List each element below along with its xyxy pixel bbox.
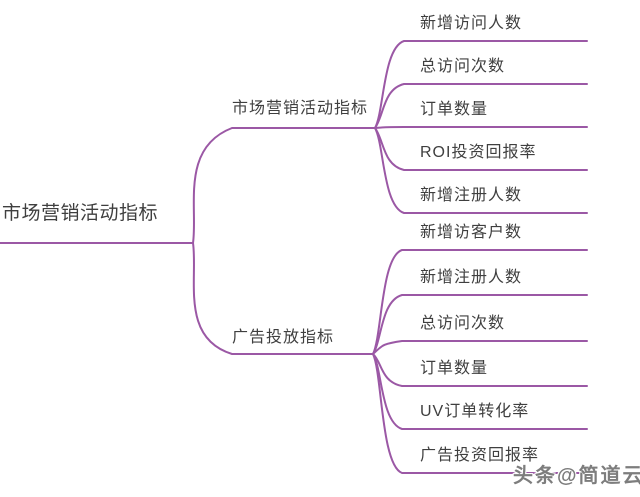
leaf-node-label: ROI投资回报率 (420, 144, 537, 161)
edge-top-leaf-1 (374, 40, 588, 129)
leaf-node-label: 订单数量 (420, 360, 489, 377)
toutiao-watermark: 头条@简道云 (513, 465, 640, 487)
edge-top-leaf-3 (374, 126, 588, 129)
leaf-node-label: 广告投资回报率 (420, 447, 540, 464)
branch-node-marketing-activity: 市场营销活动指标 (232, 100, 369, 117)
edge-top-leaf-5 (374, 127, 588, 214)
leaf-node-label: 新增访客户数 (420, 224, 523, 241)
branch-node-ad-placement: 广告投放指标 (232, 329, 335, 346)
leaf-node-label: 订单数量 (420, 101, 489, 118)
root-node-label: 市场营销活动指标 (2, 203, 159, 224)
leaf-node-label: 新增注册人数 (420, 269, 523, 286)
edge-bottom-leaf-1 (372, 249, 588, 355)
leaf-node-label: 总访问次数 (420, 58, 506, 75)
edge-root-to-bottom-branch (192, 242, 374, 355)
edge-bottom-leaf-3 (372, 340, 588, 355)
leaf-node-label: 新增访问人数 (420, 15, 523, 32)
edge-root-to-top-branch (192, 127, 376, 244)
edge-bottom-leaf-6 (372, 353, 588, 474)
edge-top-leaf-2 (374, 83, 588, 129)
edge-bottom-leaf-2 (372, 294, 588, 355)
leaf-node-label: UV订单转化率 (420, 403, 530, 420)
leaf-node-label: 新增注册人数 (420, 187, 523, 204)
leaf-node-label: 总访问次数 (420, 315, 506, 332)
